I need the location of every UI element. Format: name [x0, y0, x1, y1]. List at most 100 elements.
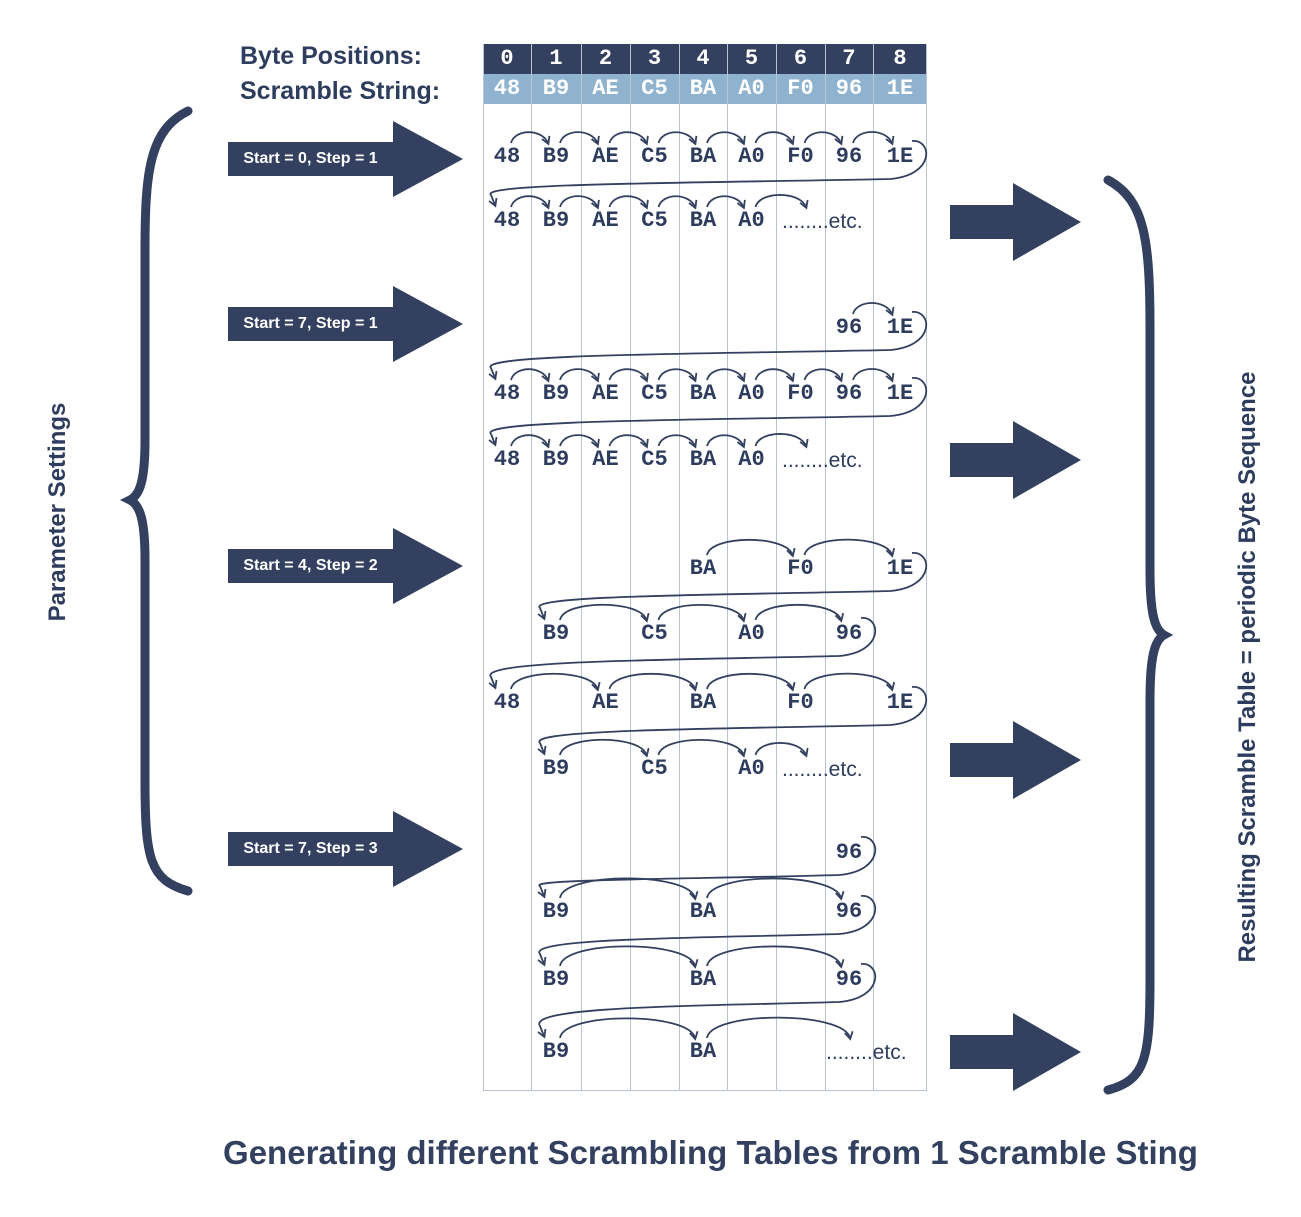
hop-arrow — [754, 742, 809, 758]
hop-arrow — [657, 739, 747, 758]
sequence-byte: 48 — [493, 144, 521, 169]
hop-arrow — [852, 302, 895, 317]
sequence-byte: B9 — [542, 756, 570, 781]
result-arrow-2 — [950, 421, 1081, 499]
sequence-byte: 48 — [493, 447, 521, 472]
hop-arrow — [706, 195, 746, 210]
sequence-byte: A0 — [738, 621, 765, 646]
param-start7-step3: Start = 7, Step = 3 — [228, 832, 393, 866]
wrap-arrow — [537, 895, 877, 967]
hop-arrow — [706, 434, 746, 449]
result-arrow-3 — [950, 721, 1081, 799]
param-arrow-1 — [393, 121, 463, 197]
hop-arrow — [803, 538, 896, 558]
scramble-byte-0: 48 — [493, 76, 521, 101]
param-start0-step1: Start = 0, Step = 1 — [228, 142, 393, 176]
hop-arrow — [559, 945, 699, 969]
wrap-arrow — [488, 377, 928, 447]
wrap-arrow — [537, 686, 928, 756]
right-brace — [1103, 175, 1174, 1095]
column-line — [825, 44, 826, 1091]
sequence-byte: 96 — [835, 621, 863, 646]
sequence-byte: 96 — [835, 144, 863, 169]
etc-label: ........etc. — [782, 210, 863, 233]
hop-arrow — [657, 434, 698, 449]
sequence-byte: 48 — [493, 208, 521, 233]
sequence-byte: A0 — [738, 447, 765, 472]
scramble-byte-7: 96 — [835, 76, 863, 101]
sequence-byte: AE — [592, 381, 619, 406]
hop-arrow — [559, 877, 699, 901]
byte-position-6: 6 — [793, 46, 808, 71]
hop-arrow — [657, 131, 698, 146]
result-arrow-4 — [950, 1013, 1081, 1091]
hop-arrow — [608, 673, 698, 692]
hop-arrow — [754, 368, 795, 383]
byte-position-7: 7 — [842, 46, 856, 71]
sequence-byte: 1E — [886, 690, 914, 715]
hop-arrow — [852, 131, 895, 146]
byte-position-4: 4 — [696, 46, 710, 71]
sequence-byte: B9 — [542, 1039, 570, 1064]
hop-arrow — [706, 1016, 854, 1041]
sequence-byte: F0 — [787, 144, 814, 169]
sequence-byte: C5 — [641, 447, 668, 472]
hop-arrow — [657, 604, 747, 623]
sequence-byte: A0 — [738, 208, 765, 233]
byte-positions-label: Byte Positions: — [240, 42, 422, 70]
hop-arrow — [706, 877, 845, 901]
scramble-byte-6: F0 — [787, 76, 814, 101]
byte-position-2: 2 — [598, 46, 613, 71]
sequence-byte: A0 — [738, 756, 765, 781]
sequence-byte: 96 — [835, 381, 863, 406]
sequence-byte: BA — [689, 381, 717, 406]
sequence-byte: C5 — [641, 381, 668, 406]
sequence-byte: B9 — [542, 447, 570, 472]
sequence-byte: AE — [592, 208, 619, 233]
hop-arrow — [706, 368, 746, 383]
wrap-arrow — [488, 311, 928, 381]
hop-arrow — [657, 368, 698, 383]
hop-arrow — [608, 368, 649, 383]
hop-arrow — [706, 539, 796, 558]
sequence-byte: 1E — [886, 315, 914, 340]
hop-arrow — [754, 604, 844, 623]
etc-label: ........etc. — [782, 449, 863, 472]
scramble-string-label: Scramble String: — [240, 77, 441, 105]
byte-position-3: 3 — [647, 46, 662, 71]
sequence-byte: BA — [689, 144, 717, 169]
sequence-byte: F0 — [787, 690, 814, 715]
hop-arrow — [510, 672, 601, 692]
sequence-byte: C5 — [641, 208, 668, 233]
param-arrow-4 — [393, 811, 463, 887]
sequence-byte: BA — [689, 690, 717, 715]
hop-arrow — [559, 434, 600, 449]
page-title: Generating different Scrambling Tables f… — [223, 1134, 1198, 1171]
sequence-byte: B9 — [542, 967, 570, 992]
etc-label: ........etc. — [782, 758, 863, 781]
hop-arrow — [559, 131, 600, 146]
byte-position-8: 8 — [893, 46, 907, 71]
scramble-byte-1: B9 — [542, 76, 570, 101]
wrap-arrow — [537, 963, 877, 1039]
sequence-byte: B9 — [542, 899, 570, 924]
sequence-byte: 96 — [835, 899, 863, 924]
sequence-byte: F0 — [787, 556, 814, 581]
hop-arrow — [706, 945, 845, 969]
hop-arrow — [754, 194, 809, 210]
param-start7-step1: Start = 7, Step = 1 — [228, 307, 393, 341]
hop-arrow — [852, 368, 895, 383]
sequence-byte: BA — [689, 1039, 717, 1064]
hop-arrow — [510, 195, 551, 210]
column-line — [776, 44, 777, 1091]
hop-arrow — [559, 195, 600, 210]
sequence-byte: AE — [592, 144, 619, 169]
etc-label: ........etc. — [826, 1041, 907, 1064]
sequence-byte: B9 — [542, 144, 570, 169]
wrap-arrow — [488, 140, 928, 208]
sequence-byte: B9 — [542, 381, 570, 406]
sequence-byte: 48 — [493, 381, 521, 406]
